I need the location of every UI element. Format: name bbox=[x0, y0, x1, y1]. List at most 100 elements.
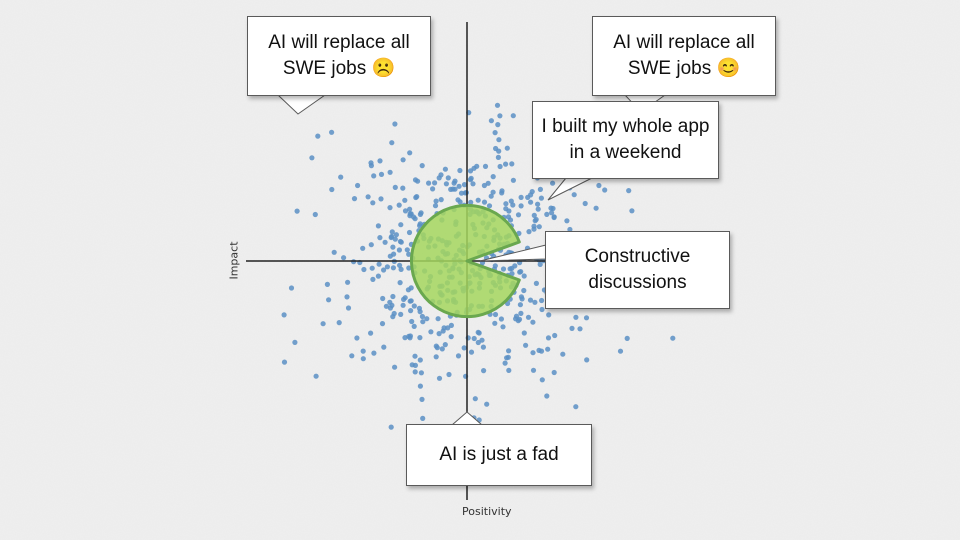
scatter-dot bbox=[492, 320, 498, 326]
scatter-dot bbox=[392, 364, 398, 370]
scatter-dot bbox=[530, 350, 536, 356]
scatter-dot bbox=[455, 197, 461, 203]
scatter-dot bbox=[512, 263, 518, 269]
scatter-dot bbox=[525, 314, 532, 320]
scatter-dot bbox=[360, 348, 366, 354]
scatter-dot bbox=[549, 210, 555, 216]
scatter-dot bbox=[407, 335, 413, 341]
scatter-dot bbox=[390, 265, 396, 271]
scatter-dot bbox=[397, 280, 403, 286]
scatter-dot bbox=[436, 375, 443, 381]
scatter-dot bbox=[412, 177, 419, 183]
scatter-dot bbox=[539, 377, 545, 383]
scatter-dot bbox=[450, 186, 456, 192]
scatter-dot bbox=[387, 205, 393, 211]
scatter-dot bbox=[518, 203, 524, 209]
scatter-dot bbox=[360, 356, 366, 362]
scatter-dot bbox=[326, 297, 332, 303]
scatter-dot bbox=[442, 342, 448, 348]
scatter-dot bbox=[396, 202, 402, 208]
scatter-dot bbox=[510, 202, 516, 208]
scatter-dot bbox=[448, 334, 454, 340]
scatter-dot bbox=[515, 212, 522, 218]
scatter-dot bbox=[320, 321, 326, 327]
scatter-dot bbox=[517, 302, 524, 308]
scatter-dot bbox=[471, 335, 477, 342]
scatter-dot bbox=[468, 175, 474, 181]
scatter-dot bbox=[368, 242, 374, 248]
scatter-dot bbox=[377, 158, 383, 164]
scatter-dot bbox=[455, 353, 462, 359]
scatter-dot bbox=[531, 212, 537, 218]
scatter-dot bbox=[538, 348, 545, 354]
scatter-dot bbox=[406, 251, 412, 257]
scatter-dot bbox=[518, 269, 524, 275]
scatter-dot bbox=[378, 171, 385, 177]
scatter-dot bbox=[392, 236, 398, 242]
scatter-dot bbox=[441, 325, 447, 331]
scatter-dot bbox=[531, 226, 537, 232]
y-axis-label: Impact bbox=[227, 241, 241, 280]
scatter-dot bbox=[560, 351, 566, 357]
scatter-dot bbox=[377, 235, 383, 241]
scatter-dot bbox=[508, 198, 514, 204]
scatter-dot bbox=[445, 325, 451, 331]
scatter-dot bbox=[329, 186, 335, 193]
scatter-dot bbox=[380, 295, 386, 302]
scatter-dot bbox=[499, 190, 505, 196]
scatter-dot bbox=[344, 294, 350, 300]
scatter-dot bbox=[495, 154, 501, 160]
scatter-dot bbox=[475, 197, 481, 203]
scatter-dot bbox=[535, 206, 541, 212]
scatter-dot bbox=[494, 102, 501, 108]
scatter-dot bbox=[400, 157, 406, 163]
scatter-dot bbox=[361, 266, 367, 273]
scatter-dot bbox=[510, 113, 516, 119]
scatter-dot bbox=[411, 303, 417, 309]
scatter-dot bbox=[288, 285, 295, 291]
scatter-dot bbox=[530, 319, 536, 325]
scatter-dot bbox=[495, 122, 501, 128]
scatter-dot bbox=[355, 182, 361, 189]
scatter-dot bbox=[391, 251, 397, 257]
scatter-dot bbox=[571, 192, 577, 198]
scatter-dot bbox=[486, 203, 493, 209]
scatter-dot bbox=[569, 325, 575, 331]
scatter-dot bbox=[551, 214, 557, 221]
scatter-dot bbox=[528, 192, 534, 198]
scatter-dot bbox=[438, 197, 444, 203]
scatter-dot bbox=[433, 343, 439, 349]
scatter-dot bbox=[398, 222, 404, 228]
scatter-dot bbox=[515, 318, 521, 324]
scatter-dot bbox=[593, 205, 599, 211]
scatter-dot bbox=[535, 201, 541, 207]
scatter-dot bbox=[457, 167, 463, 174]
scatter-dot bbox=[418, 370, 424, 376]
scatter-dot bbox=[387, 305, 393, 311]
scatter-dot bbox=[408, 298, 414, 304]
scatter-dot bbox=[416, 305, 422, 311]
constructive-region-pie bbox=[409, 203, 521, 319]
scatter-dot bbox=[354, 335, 360, 341]
scatter-dot bbox=[521, 330, 527, 336]
scatter-dot bbox=[383, 303, 389, 309]
scatter-dot bbox=[381, 344, 387, 350]
scatter-dot bbox=[446, 371, 452, 378]
scatter-dot bbox=[461, 345, 467, 351]
scatter-dot bbox=[413, 194, 419, 201]
scatter-dot bbox=[370, 200, 376, 206]
scatter-dot bbox=[417, 335, 423, 341]
scatter-dot bbox=[521, 273, 527, 279]
scatter-dot bbox=[544, 393, 550, 399]
scatter-dot bbox=[518, 194, 524, 200]
scatter-dot bbox=[497, 113, 503, 119]
scatter-dot bbox=[369, 265, 375, 271]
scatter-dot bbox=[497, 163, 503, 170]
scatter-dot bbox=[400, 302, 406, 308]
scatter-dot bbox=[371, 350, 377, 356]
scatter-dot bbox=[420, 319, 426, 325]
scatter-dot bbox=[564, 218, 570, 224]
scatter-dot bbox=[538, 195, 545, 201]
scatter-dot bbox=[484, 401, 490, 407]
